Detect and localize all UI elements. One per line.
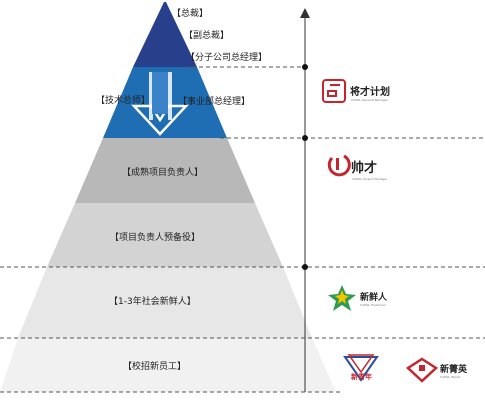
progression-axis xyxy=(300,8,310,392)
jiangcai-logo-icon xyxy=(322,79,346,103)
tier-campus-freshman xyxy=(0,338,336,392)
label-pm-reserve: 【项目负责人预备役】 xyxy=(110,231,200,243)
tier-social-freshman xyxy=(18,267,312,338)
shuaicai-name: 帅才 xyxy=(351,160,377,176)
arrow-up-icon xyxy=(300,8,310,18)
axis-dot-1 xyxy=(302,64,308,70)
label-subsidiary-gm: 【分子公司总经理】 xyxy=(186,51,267,63)
xinjingying-logo-icon xyxy=(405,357,439,383)
shuaicai-logo-icon xyxy=(327,154,351,177)
label-vice-ceo: 【副总裁】 xyxy=(184,29,229,41)
label-social-freshman: 【1-3年社会新鲜人】 xyxy=(109,295,196,307)
xinxianren-sub: CAPOL Freshman xyxy=(360,303,386,307)
jiangcai-sub: CAPOL General Manager xyxy=(351,98,389,102)
label-campus-freshman: 【校招新员工】 xyxy=(123,360,186,372)
logo-xinqingnian: 新青年 xyxy=(343,354,379,382)
xinjingying-name: 新菁英 xyxy=(440,363,468,375)
logo-xinjingying: 新菁英 CAPOL Talent xyxy=(405,357,468,383)
axis-dot-2 xyxy=(302,135,308,141)
logo-shuaicai: 帅才 CAPOL Project Manager xyxy=(327,154,388,181)
logo-xinxianren: 新鲜人 CAPOL Freshman xyxy=(328,285,388,311)
tier-labels: 【总裁】 【副总裁】 【分子公司总经理】 【技术总师】 【事业部总经理】 【成熟… xyxy=(96,7,267,372)
xinxianren-name: 新鲜人 xyxy=(360,291,388,303)
xinjingying-sub: CAPOL Talent xyxy=(440,375,461,379)
axis-dot-3 xyxy=(302,264,308,270)
xinxianren-star-icon xyxy=(328,285,356,311)
shuaicai-sub: CAPOL Project Manager xyxy=(352,177,388,181)
xinqingnian-triangle-icon xyxy=(343,354,379,382)
down-arrow-icon xyxy=(131,72,189,136)
tier-pm-reserve xyxy=(47,203,283,267)
tier-executive xyxy=(133,2,197,67)
tier-separators xyxy=(0,66,485,393)
label-tech-director: 【技术总师】 xyxy=(96,94,150,106)
label-division-gm: 【事业部总经理】 xyxy=(178,95,250,107)
label-mature-pm: 【成熟项目负责人】 xyxy=(122,166,203,178)
logo-jiangcai-plan: 将才计划 CAPOL General Manager xyxy=(322,79,390,103)
jiangcai-name: 将才计划 xyxy=(350,85,390,98)
tier-mature-pm xyxy=(75,138,255,203)
xinqingnian-name: 新青年 xyxy=(351,372,372,381)
label-ceo: 【总裁】 xyxy=(172,7,208,19)
pyramid xyxy=(0,2,336,392)
